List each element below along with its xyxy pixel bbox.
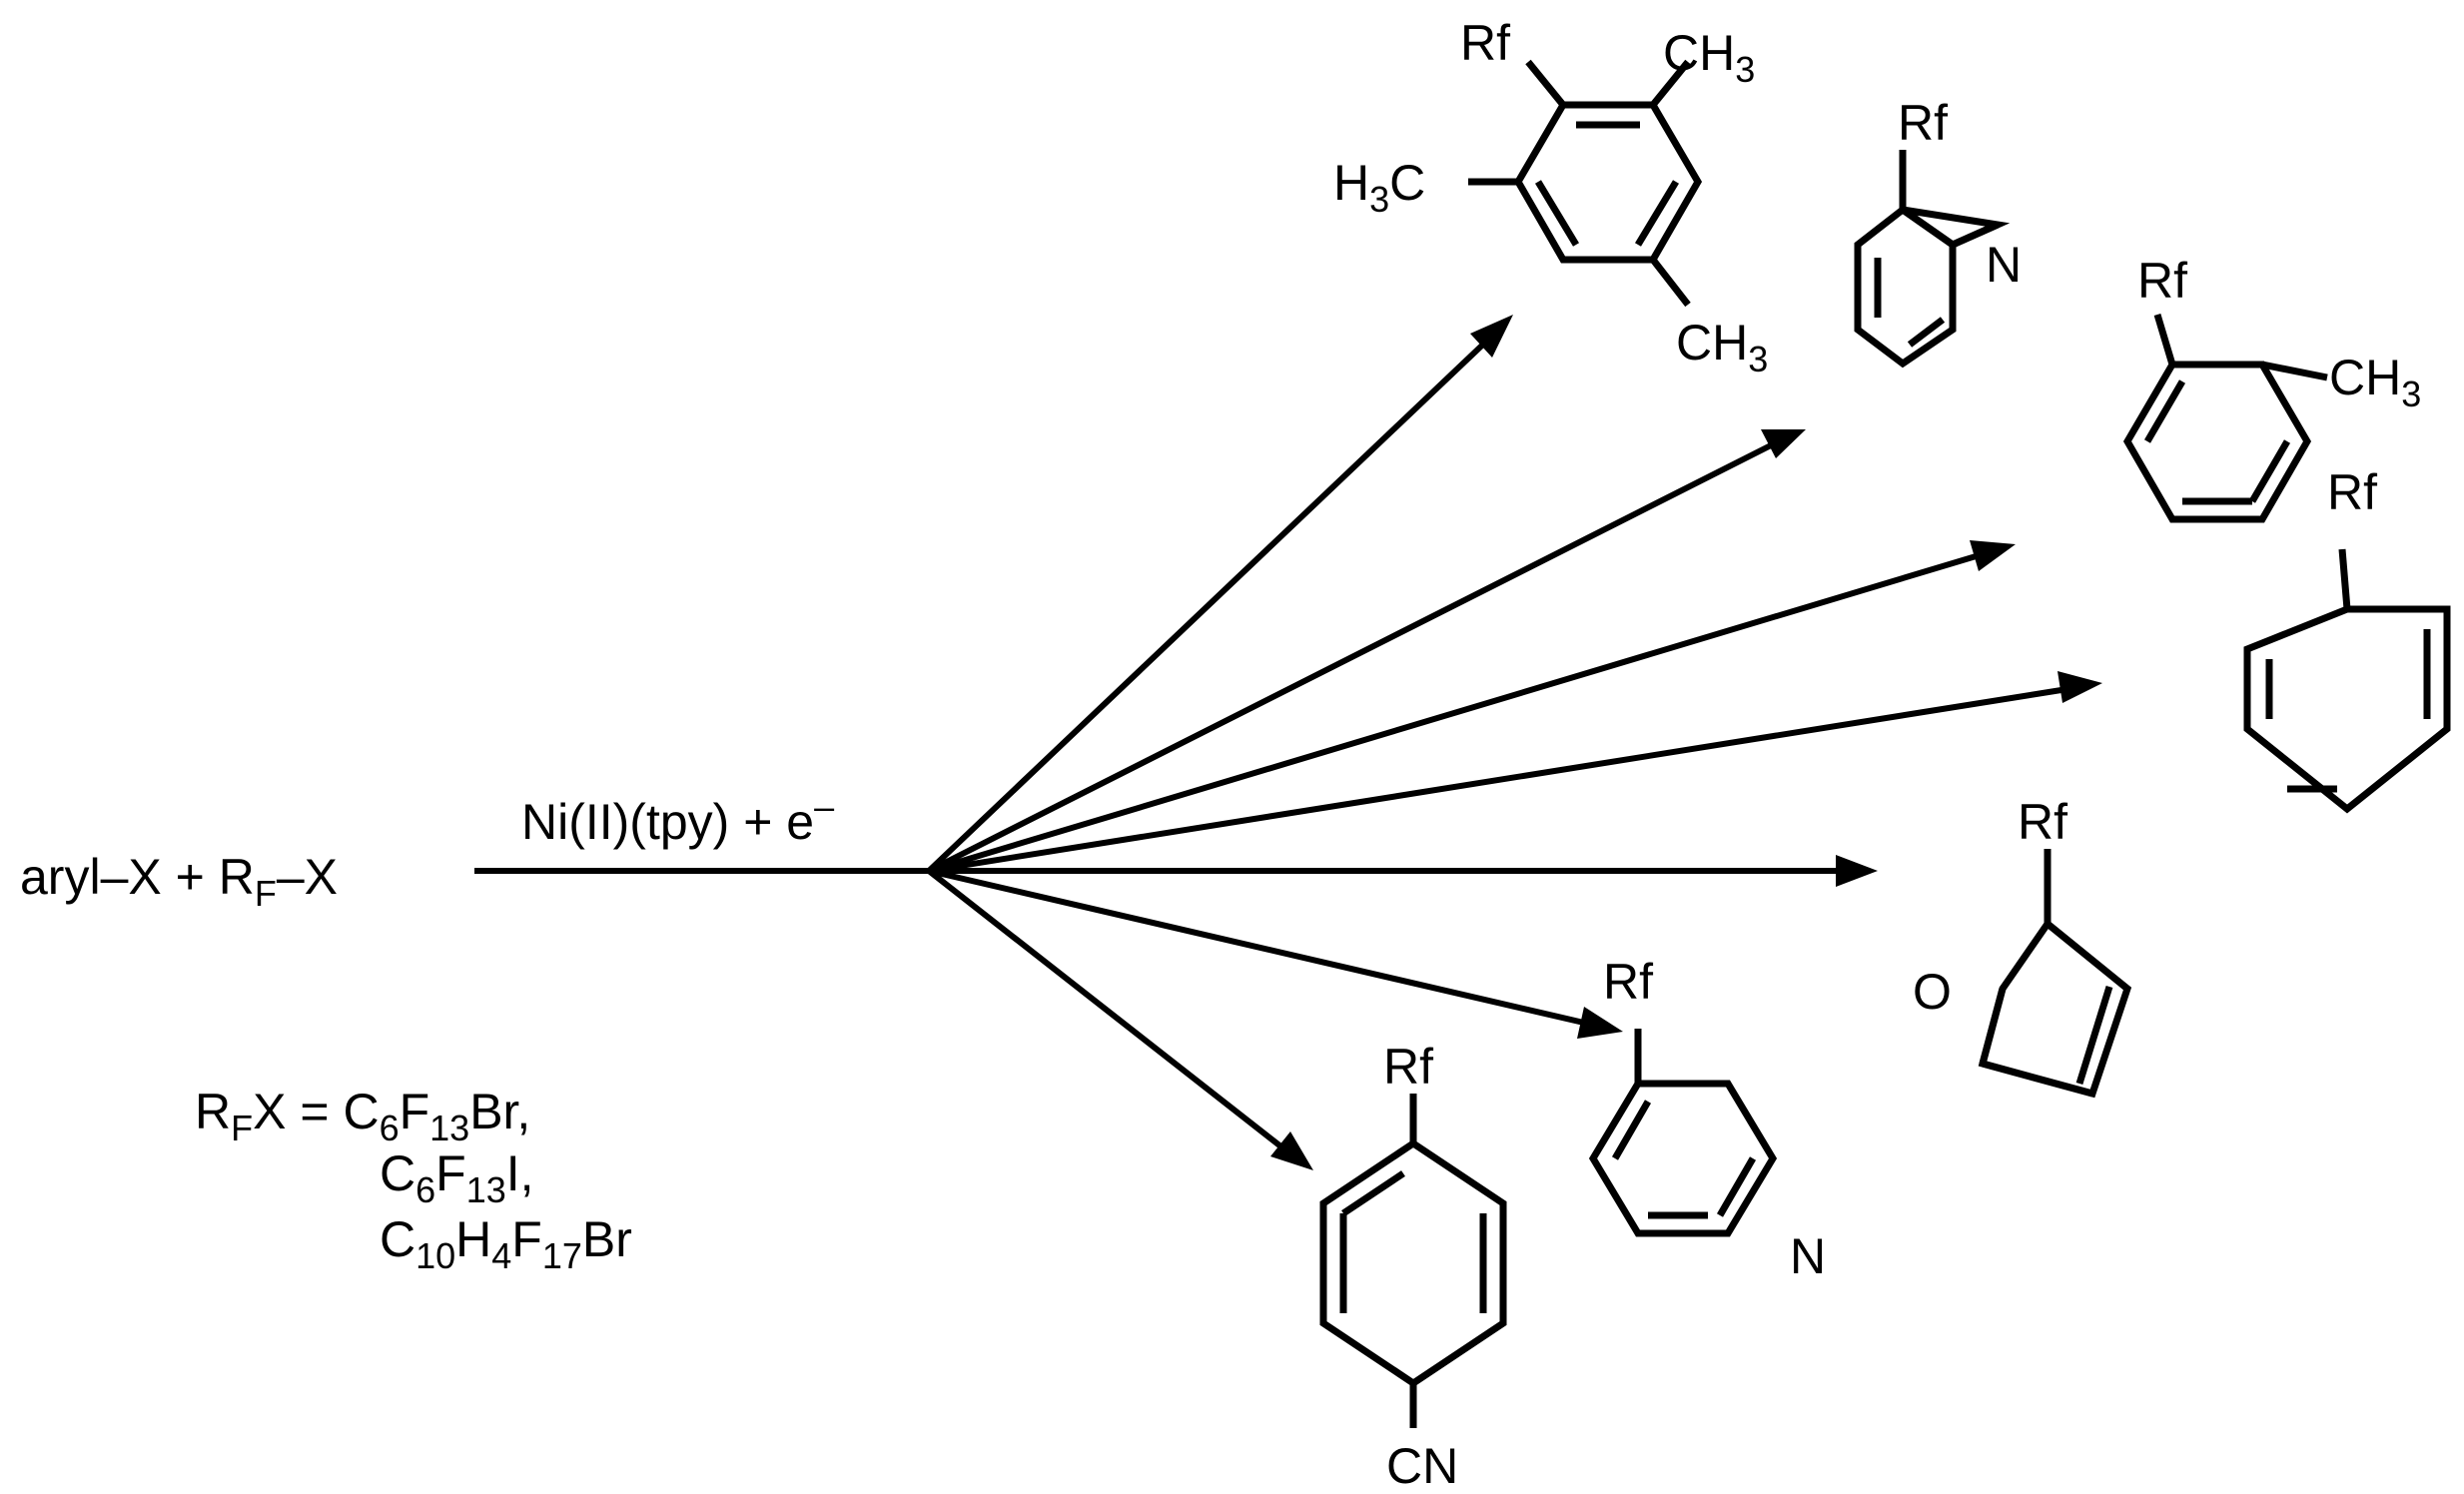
rfx-note-line1: RFX = C6F13Br, [195,1084,530,1148]
product-tolyl: Rf CH3 [2122,253,2421,523]
mesityl-h3c: H3C [1333,155,1425,220]
cyanophenyl-rf: Rf [1383,1039,1433,1095]
pyridin3yl-n: N [1790,1228,1826,1284]
arrow-to-tolyl [928,540,2016,874]
mesityl-ch3-bottom: CH3 [1676,315,1768,379]
rfx-note-line2: C6F13I, [380,1145,534,1210]
product-phenyl: Rf [2243,464,2451,814]
mesityl-rf: Rf [1460,15,1510,71]
arrow-to-cyanophenyl [927,868,1313,1170]
reactants-label: aryl–X + RF–X [20,849,338,914]
pyridin3yl-rf: Rf [1603,954,1653,1010]
arrow-to-phenyl [928,671,2102,874]
arrow-to-pyridin2yl [927,429,1806,874]
product-pyridin3yl: Rf N [1588,954,1826,1284]
arrow-to-furyl [929,855,1878,887]
product-cyanophenyl: Rf CN [1319,1039,1507,1494]
tolyl-ch3: CH3 [2329,350,2421,414]
cyanophenyl-cn: CN [1386,1438,1458,1494]
pyridin2yl-rf: Rf [1898,95,1948,151]
arrow-to-mesityl [926,315,1513,874]
product-furyl: Rf O [1913,794,2132,1099]
mesityl-ch3-top: CH3 [1663,25,1755,90]
rfx-note-line3: C10H4F17Br [380,1211,632,1276]
furyl-rf: Rf [2018,794,2067,850]
product-pyridin2yl: Rf N [1854,95,2022,369]
product-mesityl: Rf CH3 H3C CH3 [1333,15,1768,379]
tolyl-rf: Rf [2137,253,2187,309]
phenyl-rf: Rf [2327,464,2377,520]
arrow-to-pyridin3yl [928,868,1623,1039]
conditions-label: Ni(II)(tpy) + e– [521,786,834,850]
furyl-o: O [1913,964,1952,1020]
pyridin2yl-n: N [1986,237,2022,293]
